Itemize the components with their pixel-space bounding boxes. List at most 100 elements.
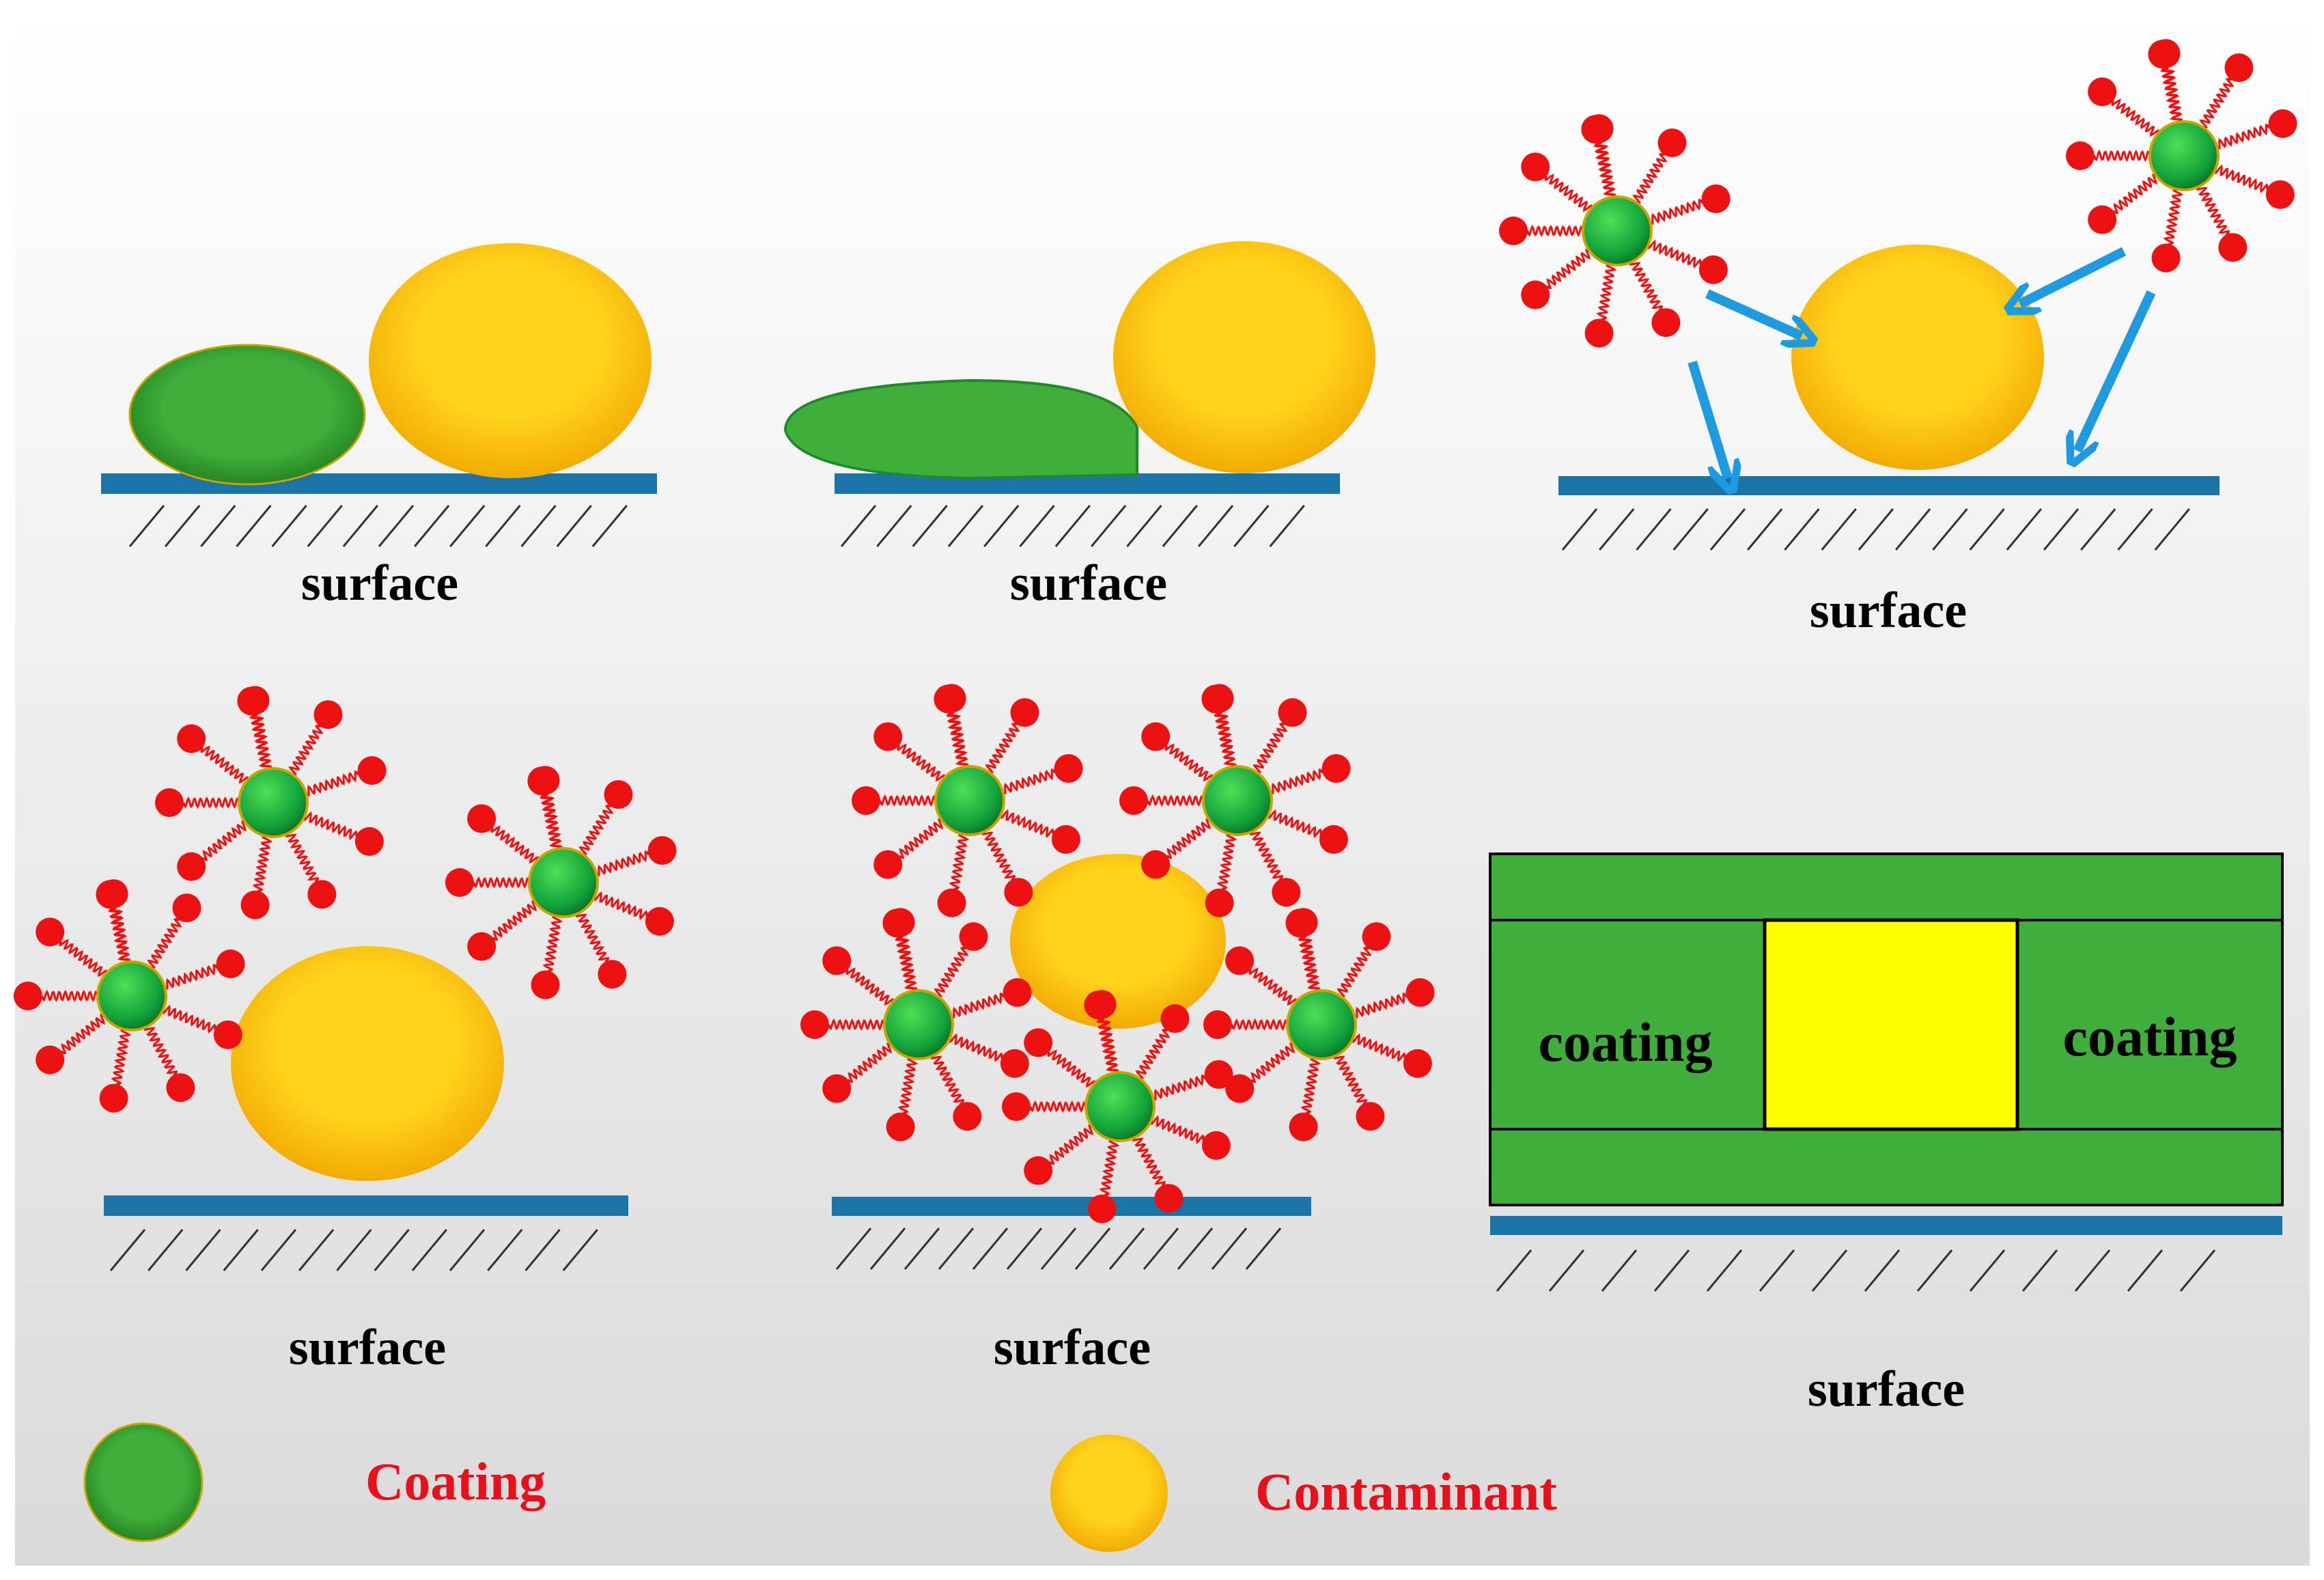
ligand-head-dot bbox=[36, 917, 65, 947]
ligand-head-dot bbox=[647, 836, 677, 865]
hatch-line bbox=[449, 1229, 486, 1271]
ligand-chain bbox=[111, 1028, 132, 1085]
ligand-chain bbox=[1231, 1018, 1289, 1031]
ligand-chain bbox=[2112, 174, 2158, 214]
hatch-line bbox=[1916, 1249, 1953, 1292]
legend-contaminant-label: Contaminant bbox=[1255, 1462, 1557, 1521]
ligand-chain bbox=[879, 794, 937, 807]
embedded-contaminant-square bbox=[1763, 918, 2019, 1131]
panel-2-spreading: surface bbox=[783, 241, 1375, 611]
ligand-chain bbox=[1629, 260, 1663, 311]
arrow-icon bbox=[1705, 289, 1802, 336]
hatch-line bbox=[1932, 508, 1968, 551]
hatch-line bbox=[1894, 508, 1931, 551]
ligand-head-dot bbox=[96, 880, 125, 909]
ligand-chain bbox=[828, 1018, 886, 1031]
functionalized-nanoparticle-icon bbox=[1002, 990, 1233, 1223]
hatch-line bbox=[260, 1229, 297, 1271]
ligand-chain bbox=[1151, 1074, 1206, 1101]
hatch-line bbox=[487, 1229, 523, 1271]
ligand-head-dot bbox=[2066, 141, 2095, 170]
hatch-line bbox=[307, 505, 343, 547]
ligand-head-dot bbox=[155, 788, 184, 817]
arrow-icon bbox=[1688, 360, 1728, 478]
hatch-substrate-icon bbox=[1496, 1249, 2216, 1292]
ligand-chain bbox=[201, 820, 247, 861]
ligand-head-dot bbox=[822, 946, 852, 975]
hatch-line bbox=[148, 1229, 184, 1271]
ligand-head-dot bbox=[527, 766, 557, 796]
hatch-line bbox=[1233, 505, 1270, 547]
ligand-chain bbox=[1099, 1139, 1120, 1196]
ligand-head-dot bbox=[1000, 1049, 1029, 1078]
ligand-head-dot bbox=[1272, 878, 1301, 907]
legend-coating-label: Coating bbox=[365, 1452, 546, 1511]
hatch-line bbox=[1177, 1228, 1214, 1270]
ligand-head-dot bbox=[2088, 77, 2117, 107]
ligand-head-dot bbox=[307, 880, 337, 909]
hatch-line bbox=[520, 505, 557, 547]
ligand-chain bbox=[2163, 188, 2184, 245]
nanoparticle-core bbox=[1286, 989, 1357, 1060]
ligand-chain bbox=[288, 724, 324, 776]
nanoparticle-core bbox=[2148, 120, 2220, 191]
ligand-chain bbox=[982, 830, 1016, 881]
ligand-chain bbox=[1250, 1042, 1296, 1083]
ligand-head-dot bbox=[1278, 698, 1307, 727]
hatch-line bbox=[1162, 505, 1198, 547]
surface-label: surface bbox=[994, 1320, 1151, 1376]
coating-label-right: coating bbox=[2062, 1006, 2237, 1068]
substrate-bar bbox=[104, 1195, 628, 1216]
contaminant-particle-icon bbox=[1050, 1435, 1168, 1552]
ligand-head-dot bbox=[873, 722, 903, 751]
hatch-line bbox=[904, 1228, 940, 1270]
ligand-chain bbox=[1593, 142, 1615, 199]
ligand-chain bbox=[895, 936, 916, 993]
ligand-chain bbox=[949, 833, 970, 890]
functionalized-nanoparticle-icon bbox=[800, 908, 1032, 1141]
contaminant-particle-icon bbox=[369, 243, 652, 478]
hatch-line bbox=[2117, 508, 2153, 551]
hatch-line bbox=[2074, 1249, 2111, 1292]
ligand-chain bbox=[1135, 1028, 1171, 1080]
hatch-line bbox=[109, 1229, 146, 1271]
ligand-chain bbox=[1000, 809, 1054, 839]
ligand-chain bbox=[144, 1025, 178, 1076]
functionalized-nanoparticle-icon bbox=[445, 766, 677, 999]
hatch-line bbox=[1672, 508, 1709, 551]
hatch-line bbox=[374, 1229, 410, 1271]
ligand-chain bbox=[1029, 1100, 1087, 1113]
ligand-chain bbox=[200, 745, 249, 784]
ligand-head-dot bbox=[2268, 109, 2297, 138]
ligand-chain bbox=[1001, 768, 1056, 795]
nanoparticle-core bbox=[528, 847, 599, 918]
ligand-chain bbox=[2199, 77, 2235, 129]
ligand-chain bbox=[1252, 722, 1288, 774]
ligand-chain bbox=[1544, 174, 1593, 212]
legend: Coating Contaminant bbox=[83, 1422, 1557, 1552]
hatch-line bbox=[2127, 1249, 2164, 1292]
contaminant-particle-icon bbox=[1791, 245, 2044, 470]
hatch-line bbox=[1636, 508, 1672, 551]
hatch-line bbox=[185, 1229, 221, 1271]
ligand-head-dot bbox=[1024, 1156, 1053, 1185]
coating-particle-icon bbox=[128, 344, 366, 486]
hatch-line bbox=[200, 505, 236, 547]
ligand-head-dot bbox=[882, 909, 912, 938]
ligand-head-dot bbox=[1051, 824, 1080, 854]
ligand-chain bbox=[492, 900, 537, 941]
hatch-line bbox=[236, 505, 272, 547]
ligand-head-dot bbox=[2218, 233, 2248, 262]
ligand-head-dot bbox=[36, 1045, 65, 1075]
ligand-head-dot bbox=[1521, 280, 1550, 309]
hatch-line bbox=[562, 1229, 598, 1271]
hatch-line bbox=[2179, 1249, 2216, 1292]
substrate-bar bbox=[101, 473, 657, 494]
functionalized-nanoparticle-icon bbox=[155, 686, 387, 919]
ligand-head-dot bbox=[177, 724, 206, 753]
ligand-chain bbox=[1150, 1115, 1205, 1145]
hatch-line bbox=[972, 1228, 1009, 1270]
ligand-chain bbox=[1647, 239, 1702, 269]
ligand-chain bbox=[1132, 1136, 1166, 1187]
ligand-head-dot bbox=[357, 756, 387, 785]
